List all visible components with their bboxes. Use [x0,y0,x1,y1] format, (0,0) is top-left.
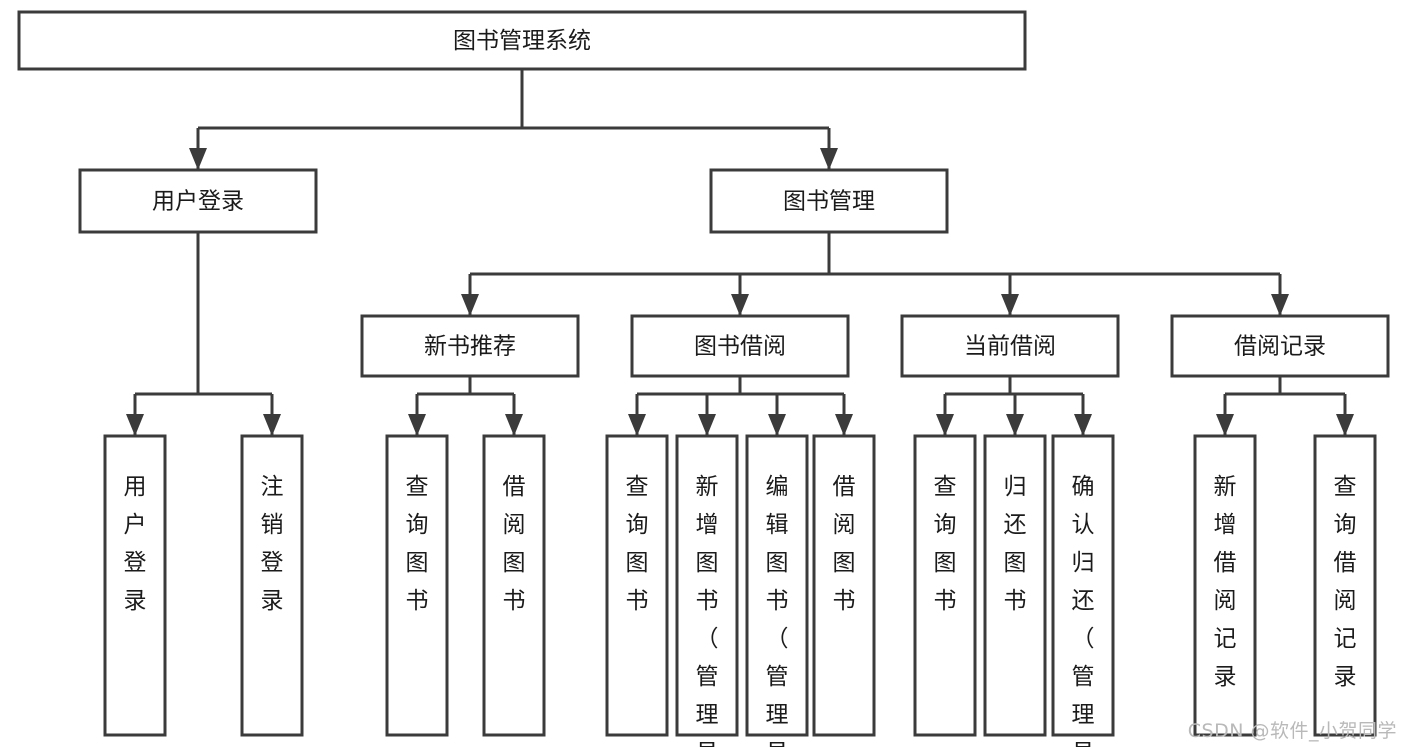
node-box [1051,434,1115,737]
arrow-head-icon [1006,414,1024,436]
watermark-label: CSDN @软件_小贺同学 [1187,720,1397,742]
node-box [913,434,977,737]
node-leaf-borrow-book-1[interactable]: 借阅图书 [482,434,546,737]
node-label: 图书管理系统 [453,28,591,54]
node-label: 归还图书 [1004,474,1027,614]
node-label: 查询借阅记录 [1334,474,1357,690]
node-book-borrow[interactable]: 图书借阅 [630,314,850,378]
node-box [482,434,546,737]
node-user-login[interactable]: 用户登录 [78,168,318,234]
node-label: 用户登录 [124,474,147,614]
arrow-head-icon [461,294,479,316]
node-box [17,10,1027,71]
node-label: 确认归还（管理员） [1072,474,1095,747]
node-box [983,434,1047,737]
node-leaf-query-book-1[interactable]: 查询图书 [385,434,449,737]
edges-layer [126,69,1354,436]
node-box [385,434,449,737]
node-label: 新增借阅记录 [1214,474,1237,690]
arrow-head-icon [1074,414,1092,436]
arrow-head-icon [505,414,523,436]
node-box [1170,314,1390,378]
node-leaf-user-login[interactable]: 用户登录 [103,434,167,737]
node-label: 查询图书 [626,474,649,614]
node-root[interactable]: 图书管理系统 [17,10,1027,71]
node-box [360,314,580,378]
node-leaf-logout[interactable]: 注销登录 [240,434,304,737]
arrow-head-icon [698,414,716,436]
arrow-head-icon [408,414,426,436]
node-box [745,434,809,737]
arrow-head-icon [126,414,144,436]
arrow-head-icon [1336,414,1354,436]
node-leaf-query-book-2[interactable]: 查询图书 [605,434,669,737]
node-label: 借阅记录 [1234,334,1326,360]
node-leaf-return-book[interactable]: 归还图书 [983,434,1047,737]
arrow-head-icon [1216,414,1234,436]
node-label: 查询图书 [934,474,957,614]
node-leaf-add-book[interactable]: 新增图书（管理员） [675,434,739,747]
arrow-head-icon [189,148,207,170]
arrow-head-icon [936,414,954,436]
node-leaf-confirm-return[interactable]: 确认归还（管理员） [1051,434,1115,747]
node-label: 图书借阅 [694,334,786,360]
nodes-layer: 图书管理系统用户登录图书管理新书推荐图书借阅当前借阅借阅记录用户登录注销登录查询… [17,10,1390,747]
node-box [709,168,949,234]
node-box [812,434,876,737]
node-label: 新书推荐 [424,334,516,360]
node-label: 注销登录 [261,474,284,614]
node-box [1313,434,1377,737]
node-box [630,314,850,378]
node-box [900,314,1120,378]
arrow-head-icon [835,414,853,436]
node-box [1193,434,1257,737]
node-box [675,434,739,737]
node-leaf-edit-book[interactable]: 编辑图书（管理员） [745,434,809,747]
arrow-head-icon [1271,294,1289,316]
arrow-head-icon [768,414,786,436]
node-borrow-record[interactable]: 借阅记录 [1170,314,1390,378]
node-box [103,434,167,737]
node-label: 借阅图书 [503,474,526,614]
node-leaf-borrow-book-2[interactable]: 借阅图书 [812,434,876,737]
arrow-head-icon [820,148,838,170]
node-box [605,434,669,737]
node-leaf-query-record[interactable]: 查询借阅记录 [1313,434,1377,737]
arrow-head-icon [628,414,646,436]
node-book-manage[interactable]: 图书管理 [709,168,949,234]
node-label: 编辑图书（管理员） [766,474,789,747]
arrow-head-icon [1001,294,1019,316]
node-label: 查询图书 [406,474,429,614]
node-box [240,434,304,737]
node-label: 当前借阅 [964,334,1056,360]
node-current-borrow[interactable]: 当前借阅 [900,314,1120,378]
node-label: 图书管理 [783,189,875,215]
node-label: 借阅图书 [833,474,856,614]
node-new-book-rec[interactable]: 新书推荐 [360,314,580,378]
arrow-head-icon [263,414,281,436]
node-box [78,168,318,234]
node-leaf-query-book-3[interactable]: 查询图书 [913,434,977,737]
node-label: 新增图书（管理员） [696,474,719,747]
arrow-head-icon [731,294,749,316]
node-leaf-add-record[interactable]: 新增借阅记录 [1193,434,1257,737]
node-label: 用户登录 [152,189,244,215]
